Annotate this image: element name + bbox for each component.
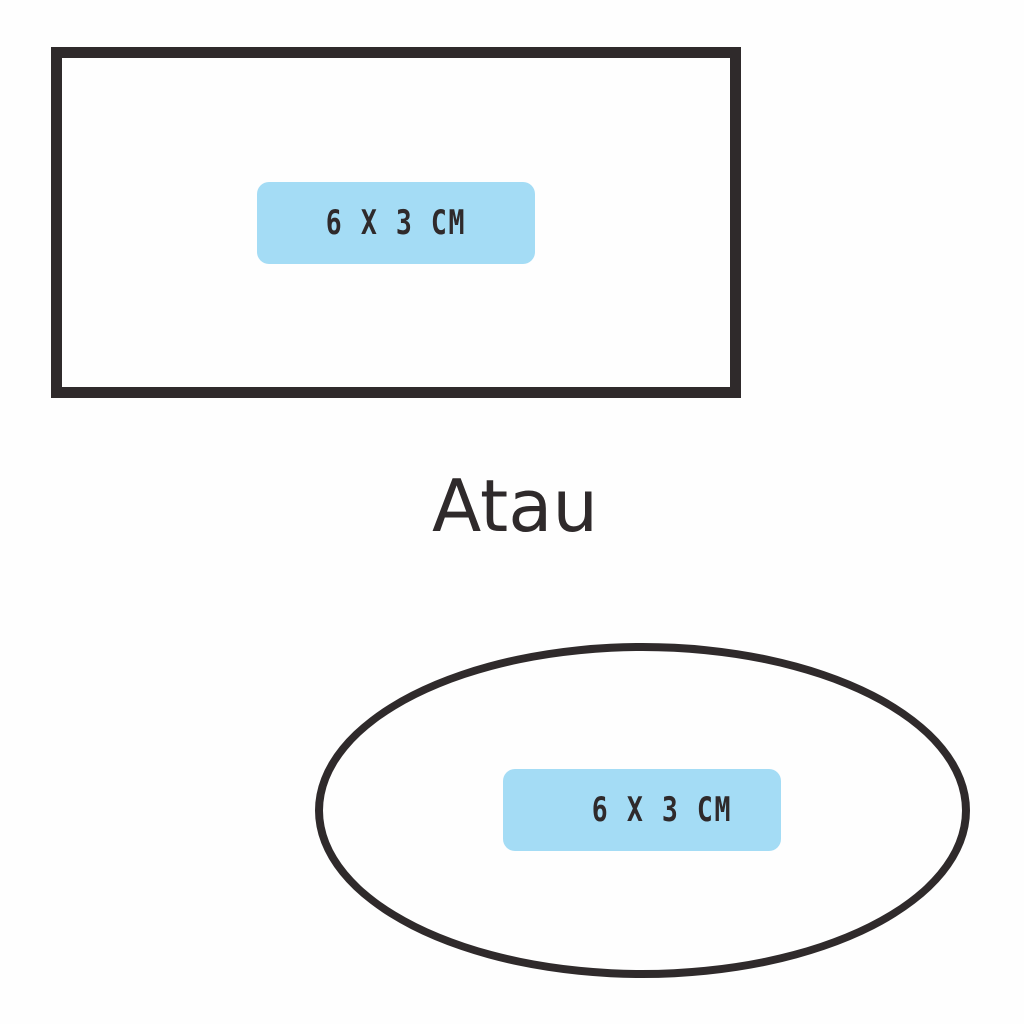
- separator-label: Atau: [432, 464, 598, 548]
- rectangle-size-badge: 6 X 3 CM: [257, 182, 535, 264]
- rectangle-outline: [51, 47, 741, 398]
- ellipse-outline: [315, 643, 970, 978]
- rectangle-size-label: 6 X 3 CM: [325, 203, 467, 243]
- ellipse-size-label: 6 X 3 CM: [591, 790, 733, 830]
- ellipse-size-badge: 6 X 3 CM: [503, 769, 781, 851]
